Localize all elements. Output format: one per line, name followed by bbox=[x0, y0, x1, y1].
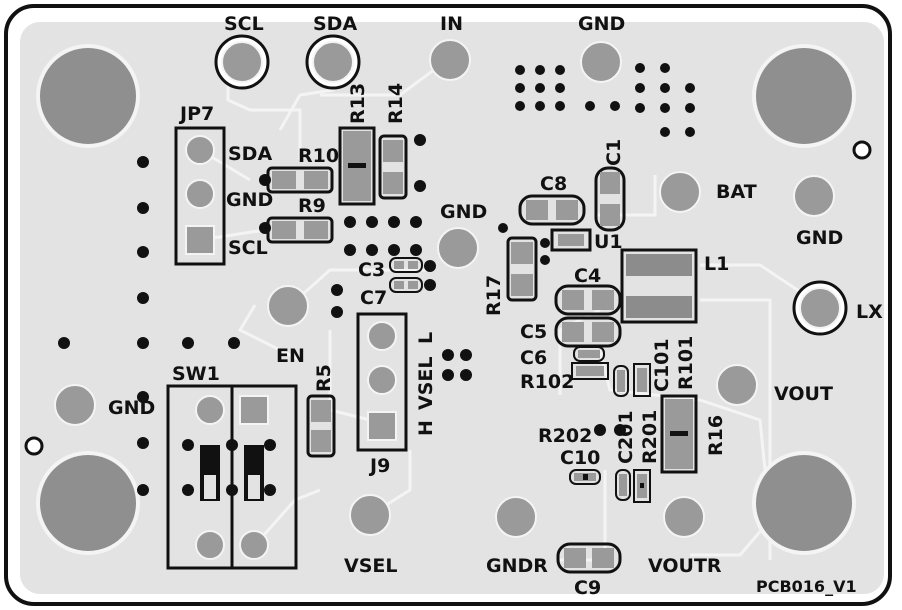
label-c8: C8 bbox=[540, 173, 567, 195]
label-r202: R202 bbox=[538, 425, 592, 447]
label-sda-top: SDA bbox=[313, 13, 357, 35]
label-jp7-sda: SDA bbox=[228, 143, 272, 165]
label-r102: R102 bbox=[520, 371, 574, 393]
label-j9-l: L bbox=[415, 332, 437, 344]
label-j9-h: H bbox=[415, 420, 437, 436]
label-l1: L1 bbox=[704, 253, 729, 275]
label-r9: R9 bbox=[298, 195, 326, 217]
label-r101: R101 bbox=[675, 336, 697, 390]
label-voutr: VOUTR bbox=[648, 555, 722, 577]
label-in: IN bbox=[440, 13, 463, 35]
label-r201: R201 bbox=[639, 410, 661, 464]
label-u1: U1 bbox=[594, 231, 623, 253]
label-c101: C101 bbox=[651, 338, 673, 392]
label-gnd-right: GND bbox=[796, 227, 843, 249]
label-scl-top: SCL bbox=[224, 13, 264, 35]
label-jp7-scl: SCL bbox=[228, 237, 268, 259]
label-r14: R14 bbox=[385, 83, 407, 124]
label-c4: C4 bbox=[574, 265, 601, 287]
label-c6: C6 bbox=[520, 347, 547, 369]
label-c7: C7 bbox=[360, 287, 387, 309]
label-r17: R17 bbox=[483, 275, 505, 316]
label-j9: J9 bbox=[368, 455, 390, 477]
label-r5: R5 bbox=[313, 364, 335, 392]
label-c10: C10 bbox=[560, 447, 600, 469]
label-board-name: PCB016_V1 bbox=[756, 577, 857, 596]
label-gndr: GNDR bbox=[486, 555, 548, 577]
label-r13: R13 bbox=[347, 83, 369, 124]
label-c9: C9 bbox=[574, 577, 601, 599]
test-points bbox=[54, 34, 848, 538]
label-c5: C5 bbox=[520, 321, 547, 343]
label-gnd-mid: GND bbox=[440, 201, 487, 223]
label-sw1: SW1 bbox=[172, 363, 220, 385]
label-gnd-left: GND bbox=[108, 397, 155, 419]
label-c201: C201 bbox=[615, 410, 637, 464]
label-en: EN bbox=[276, 345, 305, 367]
label-vsel-bottom: VSEL bbox=[344, 555, 397, 577]
label-vout: VOUT bbox=[774, 383, 833, 405]
label-jp7: JP7 bbox=[178, 103, 214, 125]
label-bat: BAT bbox=[716, 181, 757, 203]
label-r10: R10 bbox=[298, 145, 339, 167]
label-c3: C3 bbox=[358, 259, 385, 281]
label-c1: C1 bbox=[603, 139, 625, 166]
smd-components bbox=[266, 126, 698, 574]
label-gnd-top: GND bbox=[578, 13, 625, 35]
label-r16: R16 bbox=[705, 415, 727, 456]
label-lx: LX bbox=[856, 301, 883, 323]
sw1-switch bbox=[166, 384, 298, 570]
label-j9-vsel: VSEL bbox=[415, 357, 437, 410]
edge-notches bbox=[24, 140, 872, 456]
vias bbox=[58, 63, 695, 496]
jp7-header bbox=[174, 126, 226, 266]
label-jp7-gnd: GND bbox=[226, 189, 273, 211]
j9-header bbox=[356, 312, 408, 452]
mounting-holes bbox=[36, 44, 856, 555]
silkscreen-labels: SCL SDA IN GND JP7 SDA GND SCL R10 R9 R1… bbox=[108, 13, 883, 599]
